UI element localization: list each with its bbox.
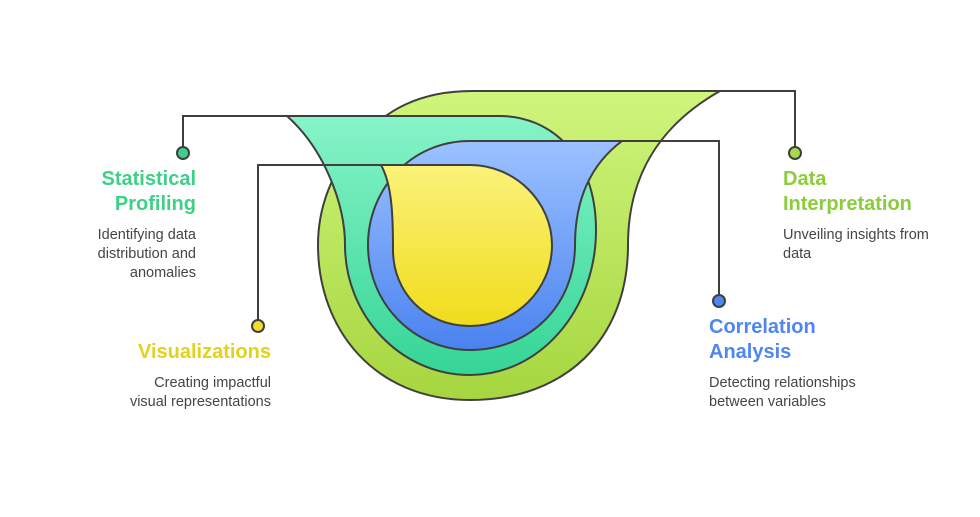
description-line: data xyxy=(783,246,812,262)
dot-statistical-profiling xyxy=(176,146,190,160)
label-correlation-analysis: Correlation Analysis Detecting relations… xyxy=(709,315,909,412)
title-line: Analysis xyxy=(709,341,792,363)
connector-data-interpretation xyxy=(700,90,796,152)
description-line: Identifying data xyxy=(97,227,196,243)
connector-correlation-analysis xyxy=(610,140,720,300)
dot-visualizations xyxy=(251,319,265,333)
label-visualizations: Visualizations Creating impactful visual… xyxy=(31,340,271,412)
title-line: Visualizations xyxy=(137,341,271,363)
title-line: Correlation xyxy=(709,316,816,338)
title-line: Data xyxy=(783,168,827,190)
title-correlation-analysis: Correlation Analysis xyxy=(709,315,909,365)
description-line: between variables xyxy=(709,394,826,410)
description-line: distribution and xyxy=(97,246,196,262)
description-statistical-profiling: Identifying data distribution and anomal… xyxy=(0,226,196,283)
description-line: visual representations xyxy=(129,394,271,410)
title-line: Statistical xyxy=(101,168,196,190)
title-visualizations: Visualizations xyxy=(31,340,271,365)
description-line: Creating impactful xyxy=(154,375,271,391)
description-visualizations: Creating impactful visual representation… xyxy=(31,374,271,412)
connector-statistical-profiling xyxy=(182,115,300,153)
title-line: Interpretation xyxy=(783,193,912,215)
title-statistical-profiling: Statistical Profiling xyxy=(0,167,196,217)
description-data-interpretation: Unveiling insights from data xyxy=(783,226,973,264)
dot-data-interpretation xyxy=(788,146,802,160)
label-data-interpretation: Data Interpretation Unveiling insights f… xyxy=(783,167,973,264)
description-line: Detecting relationships xyxy=(709,375,856,391)
description-line: anomalies xyxy=(129,265,196,281)
yellow-layer xyxy=(380,164,553,327)
description-line: Unveiling insights from xyxy=(783,227,929,243)
dot-correlation-analysis xyxy=(712,294,726,308)
description-correlation-analysis: Detecting relationships between variable… xyxy=(709,374,909,412)
connector-visualizations xyxy=(257,164,390,326)
label-statistical-profiling: Statistical Profiling Identifying data d… xyxy=(0,167,196,283)
title-data-interpretation: Data Interpretation xyxy=(783,167,973,217)
title-line: Profiling xyxy=(114,193,196,215)
